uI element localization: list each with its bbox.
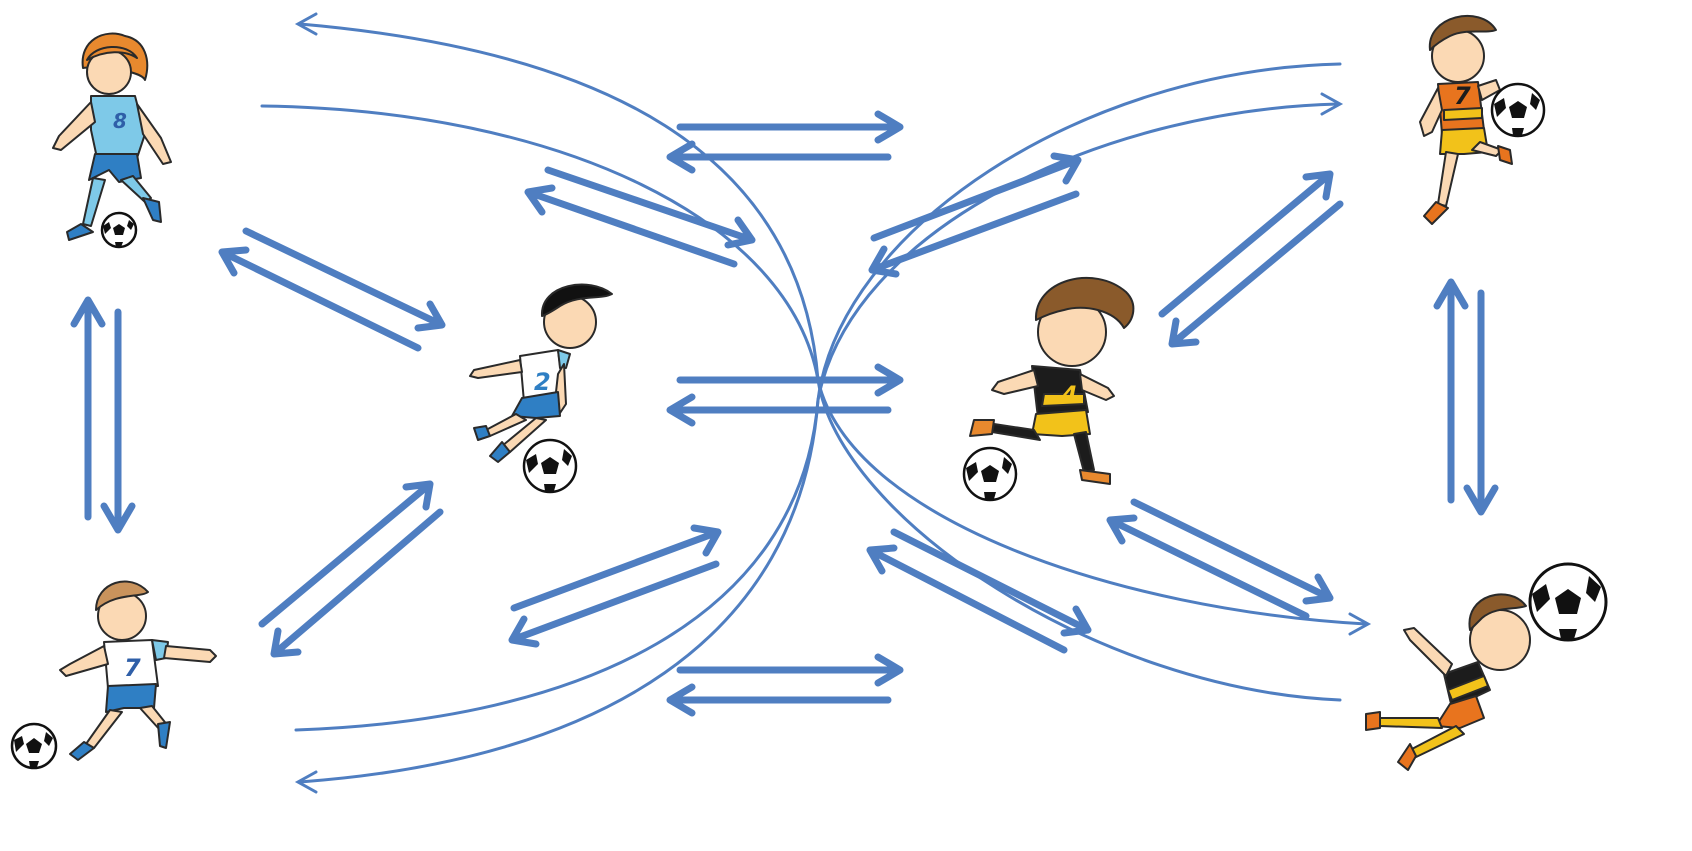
arrow-pair-cr-tr xyxy=(1162,174,1340,344)
arrow-down-left xyxy=(274,512,440,654)
player-leg-left xyxy=(1438,152,1458,206)
soccer-ball xyxy=(524,440,576,492)
jersey-number: 8 xyxy=(113,109,127,133)
player-arm-left xyxy=(470,360,522,378)
arrow-pair-cr-lower xyxy=(870,532,1088,650)
arrow-right xyxy=(1134,502,1330,601)
arrow-pair-horizontal-top xyxy=(670,114,900,170)
player-arm-right xyxy=(137,104,171,164)
pass-arrows xyxy=(74,114,1495,713)
curve-bl-to-tr-b xyxy=(296,104,1338,730)
player-leg-right xyxy=(1410,726,1464,758)
arrow-pair-tl-cl xyxy=(222,231,442,348)
player-center-right: 4 xyxy=(964,278,1133,500)
arrow-pair-cl-lower xyxy=(512,528,718,644)
arrow-pair-horizontal-mid xyxy=(670,367,900,423)
player-leg-left xyxy=(86,710,122,748)
player-boot-right xyxy=(1080,470,1110,484)
jersey-number: 7 xyxy=(124,654,141,682)
player-leg-left xyxy=(1380,718,1442,728)
player-boot-left xyxy=(1424,202,1448,224)
player-boot-left xyxy=(970,420,994,436)
jersey-number: 2 xyxy=(534,368,551,396)
arrow-up xyxy=(1437,282,1465,500)
player-boot-right xyxy=(1498,146,1512,164)
soccer-ball xyxy=(12,724,56,768)
soccer-ball xyxy=(1492,84,1544,136)
player-shorts xyxy=(1436,696,1484,728)
player-boot-left xyxy=(474,426,490,440)
player-arm-left xyxy=(53,102,95,150)
player-boot-left xyxy=(70,742,94,760)
player-arm-left xyxy=(1404,628,1452,676)
arrow-down-left xyxy=(1172,204,1340,344)
jersey-number: 7 xyxy=(1454,82,1471,110)
player-figure xyxy=(53,34,171,240)
arrow-left xyxy=(670,397,888,423)
arrow-pair-bl-cl xyxy=(262,484,440,654)
arrow-left xyxy=(870,548,1064,650)
arrow-right xyxy=(680,114,900,140)
arrow-left xyxy=(1110,518,1306,616)
arrow-pair-cr-upper xyxy=(872,156,1078,274)
arrow-pair-left-vertical xyxy=(74,300,132,530)
soccer-ball xyxy=(964,448,1016,500)
player-boot-right xyxy=(143,198,161,222)
player-boot-right xyxy=(158,722,170,748)
arrow-down xyxy=(104,312,132,530)
curve-tl-to-br-b xyxy=(262,106,1366,624)
arrow-left xyxy=(670,144,888,170)
arrow-left xyxy=(512,564,716,644)
player-boot-left xyxy=(1366,712,1380,730)
player-figure xyxy=(1366,594,1530,770)
player-leg-right xyxy=(1074,432,1094,472)
arrow-right xyxy=(894,532,1088,633)
player-arm-left xyxy=(60,646,108,676)
arrow-left xyxy=(670,687,888,713)
arrow-up-right xyxy=(1162,174,1330,314)
player-arm-left xyxy=(1420,88,1442,136)
arrow-pair-horizontal-bottom xyxy=(670,657,900,713)
player-arm-left xyxy=(992,370,1038,394)
player-arm-right xyxy=(164,646,216,662)
arrow-down xyxy=(1467,293,1495,512)
arrow-up-right xyxy=(262,484,430,624)
arrow-right xyxy=(680,367,900,393)
player-bottom-left: 7 xyxy=(12,582,216,768)
player-leg-left xyxy=(83,178,105,226)
player-top-left: 8 xyxy=(53,34,171,247)
player-bottom-right xyxy=(1366,564,1606,770)
arrow-pair-right-vertical xyxy=(1437,282,1495,512)
arrow-right xyxy=(514,528,718,608)
arrow-up xyxy=(74,300,102,517)
player-center-left: 2 xyxy=(470,285,612,492)
player-top-right: 7 xyxy=(1420,16,1544,224)
jersey-number: 4 xyxy=(1061,383,1077,408)
arrow-right xyxy=(680,657,900,683)
long-pass-curves xyxy=(262,14,1368,792)
arrow-pair-cr-br xyxy=(1110,502,1330,616)
soccer-ball xyxy=(1530,564,1606,640)
soccer-ball xyxy=(102,213,136,247)
